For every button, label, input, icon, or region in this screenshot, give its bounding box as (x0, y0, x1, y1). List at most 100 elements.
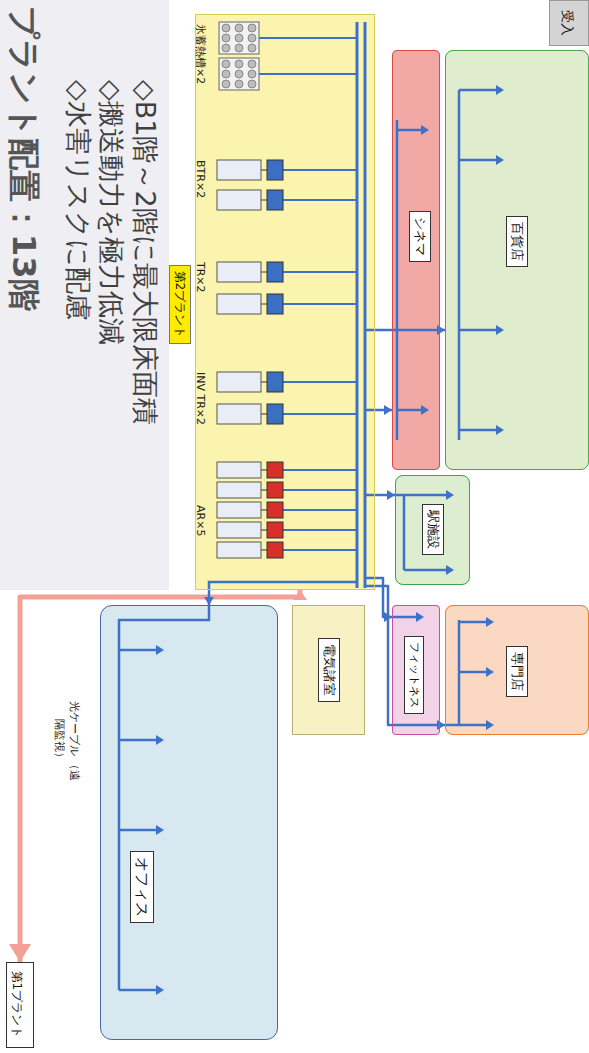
ice-tank (219, 22, 259, 54)
ice-tank (219, 58, 259, 90)
zone-box: 受入 (549, 0, 589, 46)
unit-link (261, 170, 267, 171)
tank-cell (222, 70, 230, 78)
tank-cell (235, 34, 243, 42)
branch-pipe (395, 494, 447, 497)
equipment-label: BTR×2 (194, 160, 207, 198)
tank-cell (235, 24, 243, 32)
bullet-point-holder: ◇水害リスクに配慮 (61, 80, 95, 321)
branch-pipe (397, 129, 422, 132)
zone-label: 専門店 (507, 646, 529, 697)
pump-symbol (267, 190, 283, 210)
pump-symbol (267, 522, 283, 538)
pump-symbol (267, 372, 283, 392)
pipe-connector (375, 586, 445, 730)
branch-arrow-head (496, 325, 504, 335)
branch-arrow-head (156, 645, 164, 655)
equipment-label-holder: INV TR×2 (193, 372, 212, 425)
zone-label: 電気諸室 (318, 638, 340, 702)
zone-box: 専門店 (445, 605, 589, 735)
plant-tag-holder: 第2プラント (170, 265, 192, 345)
unit-pipe (283, 549, 357, 551)
riser-stub (365, 494, 375, 497)
riser-stub (365, 409, 375, 412)
zone-label: 第1プラント (10, 971, 26, 1039)
unit-pipe (283, 529, 357, 531)
zone-fill (292, 605, 365, 735)
tank-cell (222, 60, 230, 68)
branch-pipe (404, 569, 447, 572)
zone-box: オフィス (100, 605, 278, 1040)
zone-box: 駅施設 (395, 475, 470, 585)
unit-pipe (283, 303, 357, 305)
tank-cell (222, 80, 230, 88)
branch-arrow-head (446, 490, 454, 500)
unit-pipe (283, 381, 357, 383)
pipe-connector (204, 590, 214, 605)
zone-fill (6, 962, 34, 1048)
unit-link (261, 200, 267, 201)
zone-fills (6, 0, 589, 1048)
equipment-label: 氷蓄熱槽×2 (194, 24, 207, 84)
zone-label-holder: 電気諸室 (318, 638, 340, 702)
branch-pipe (459, 329, 497, 332)
arrow-head (437, 720, 445, 730)
zone-label-holder: フィットネス (405, 636, 427, 714)
zone-box: シネマ (392, 50, 440, 470)
branch-arrow-head (486, 617, 494, 627)
unit-link (261, 490, 267, 491)
pump-symbol (267, 462, 283, 478)
header-pipe (364, 22, 367, 588)
branch-pipe (119, 649, 157, 652)
branch-arrow-head (446, 565, 454, 575)
tank-cell (222, 24, 230, 32)
zone-fill (195, 14, 375, 590)
arrow-head (293, 590, 307, 600)
pipe-connector (375, 325, 445, 335)
riser-stub (209, 582, 357, 590)
equipment (217, 22, 365, 588)
arrow-head (204, 597, 214, 605)
unit-pipe (283, 413, 357, 415)
equipment-label-holder: AR×5 (193, 505, 212, 536)
unit-pipe (283, 271, 357, 273)
branch-pipe (459, 671, 487, 674)
equipment-label: AR×5 (194, 505, 207, 536)
chiller-unit (217, 542, 261, 558)
chiller-unit (217, 522, 261, 538)
zone-box: フィットネス (392, 605, 440, 735)
branch-pipe (458, 90, 461, 440)
unit-pipe (283, 469, 357, 471)
chiller-unit (217, 502, 261, 518)
chiller-unit (217, 294, 261, 314)
pump-symbol (267, 502, 283, 518)
equipment-label-holder: 氷蓄熱槽×2 (193, 24, 212, 84)
title-panel (0, 0, 169, 590)
pump-symbol (267, 160, 283, 180)
branch-pipe (459, 159, 497, 162)
zone-fill (100, 605, 278, 1040)
unit-link (261, 414, 267, 415)
zone-label-holder: オフィス (131, 851, 155, 923)
zone-label: フィットネス (405, 636, 425, 714)
branch-pipe (119, 829, 157, 832)
tank-cell (235, 80, 243, 88)
branch-pipe (459, 429, 497, 432)
connector-line (375, 578, 392, 617)
pump-symbol (267, 404, 283, 424)
branch-pipe (459, 89, 497, 92)
pipe-connector (375, 578, 392, 622)
arrow-head (387, 490, 395, 500)
branch-arrow-head (496, 425, 504, 435)
branch-pipe (119, 989, 157, 992)
equipment-label-holder: BTR×2 (193, 160, 212, 198)
chiller-unit (217, 482, 261, 498)
riser-stub (365, 329, 375, 332)
zone-box: 電気諸室 (292, 605, 365, 735)
unit-link (261, 382, 267, 383)
slide-title: プラント配置：13階 (5, 6, 43, 311)
pipe-connector (375, 405, 392, 415)
fiber-connector (9, 590, 307, 962)
chiller-unit (217, 404, 261, 424)
tank-cell (248, 24, 256, 32)
